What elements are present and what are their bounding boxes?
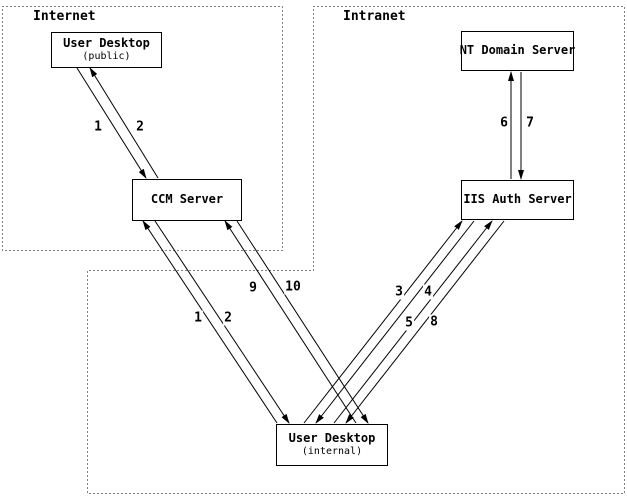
node-ccm-server: CCM Server xyxy=(132,179,242,221)
edge-label: 5 xyxy=(404,315,414,331)
node-title: CCM Server xyxy=(150,192,224,207)
edge-3-internal-to-iis xyxy=(303,220,463,424)
node-user-desktop-internal: User Desktop (internal) xyxy=(276,424,388,466)
node-title: IIS Auth Server xyxy=(463,192,572,207)
intranet-zone-label: Intranet xyxy=(343,9,406,24)
edge-label: 10 xyxy=(284,279,302,295)
edge-10-ccm-to-internal xyxy=(236,220,369,424)
edge-label: 8 xyxy=(429,314,439,330)
edge-label: 1 xyxy=(193,310,203,326)
edge-2-ccm-to-internal xyxy=(154,220,290,424)
edge-label: 2 xyxy=(135,119,145,135)
edge-label: 9 xyxy=(248,280,258,296)
internet-zone-border xyxy=(2,6,283,251)
node-title: User Desktop xyxy=(63,36,150,51)
node-nt-domain-server: NT Domain Server xyxy=(459,31,576,71)
node-user-desktop-public: User Desktop (public) xyxy=(51,32,162,68)
edge-1-internal-to-ccm xyxy=(142,220,278,424)
edge-label: 2 xyxy=(223,310,233,326)
edge-1-public-to-ccm xyxy=(76,67,147,179)
node-title: User Desktop xyxy=(288,431,376,446)
edge-8-iis-to-internal xyxy=(345,220,505,424)
node-title: NT Domain Server xyxy=(459,43,576,58)
edge-4-iis-to-internal xyxy=(315,220,475,424)
node-subtitle: (public) xyxy=(82,51,131,63)
node-iis-auth-server: IIS Auth Server xyxy=(461,180,574,220)
edge-label: 1 xyxy=(93,119,103,135)
edge-label: 3 xyxy=(394,284,404,300)
edge-label: 4 xyxy=(423,284,433,300)
edge-9-internal-to-ccm xyxy=(224,220,357,424)
node-subtitle: (internal) xyxy=(301,446,363,458)
edge-2-ccm-to-public xyxy=(89,67,159,179)
edge-label: 6 xyxy=(499,115,509,131)
intranet-zone-border xyxy=(87,6,625,494)
internet-zone-label: Internet xyxy=(33,9,96,24)
edge-label: 7 xyxy=(525,115,535,131)
